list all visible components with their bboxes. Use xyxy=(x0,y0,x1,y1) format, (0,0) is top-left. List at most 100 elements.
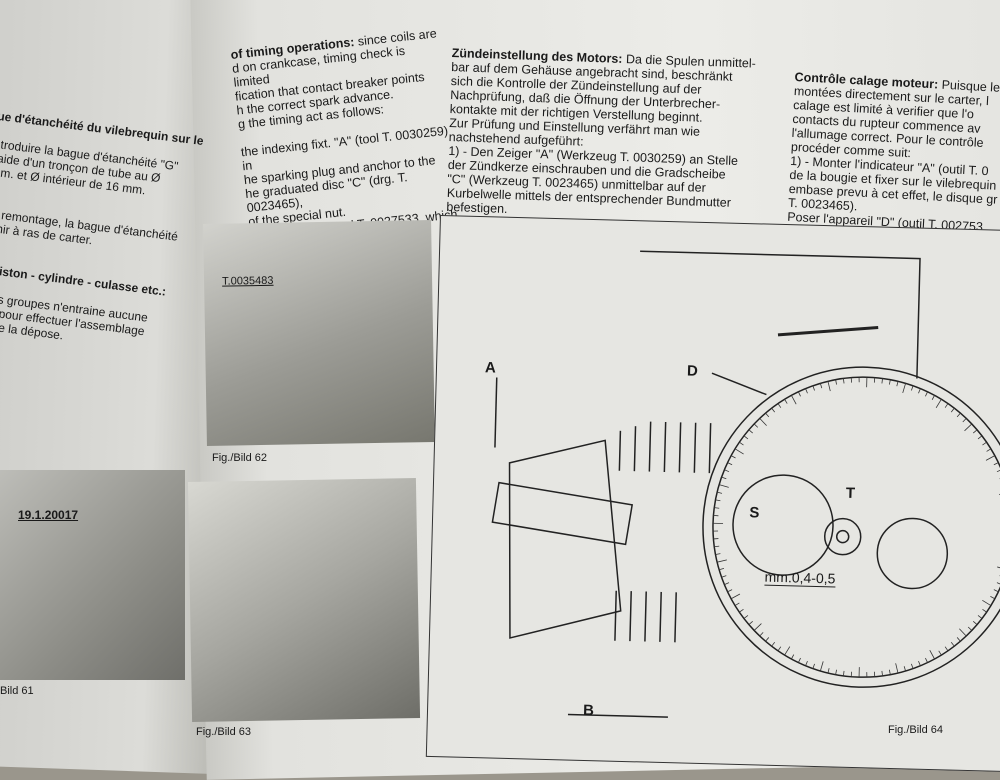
disc-tick xyxy=(728,463,733,465)
french-body: Puisque les montées directement sur le c… xyxy=(786,78,1000,247)
disc-tick xyxy=(791,655,793,660)
disc-tick xyxy=(735,603,739,606)
fig62-caption: Fig./Bild 62 xyxy=(212,452,267,464)
disc-tick xyxy=(957,413,960,417)
disc-tick xyxy=(994,590,999,592)
fig62-tool-label: T.0035483 xyxy=(222,275,274,288)
disc-tick xyxy=(717,492,722,493)
disc-tick xyxy=(957,637,960,641)
disc-tick xyxy=(813,386,815,391)
disc-tick xyxy=(784,399,787,403)
disc-tick xyxy=(836,380,837,385)
label-d: D xyxy=(687,363,698,380)
disc-tick xyxy=(739,609,743,612)
disc-tick xyxy=(722,575,727,577)
disc-tick xyxy=(911,386,913,391)
disc-tick xyxy=(936,399,941,408)
breaker-detail-circle xyxy=(732,474,835,577)
fig62-photo: T.0035483 xyxy=(203,220,435,446)
disc-tick xyxy=(744,615,748,618)
disc-tick xyxy=(806,661,808,666)
disc-tick xyxy=(719,568,724,570)
disc-tick xyxy=(990,596,995,598)
label-a: A xyxy=(485,359,496,376)
disc-tick xyxy=(778,647,781,651)
disc-tick xyxy=(749,621,753,624)
disc-tick xyxy=(925,658,927,663)
disc-tick xyxy=(951,408,954,412)
disc-tick xyxy=(744,436,748,439)
disc-tick xyxy=(760,632,763,636)
disc-tick xyxy=(719,485,729,488)
fig64-caption: Fig./Bild 64 xyxy=(888,724,943,736)
disc-tick xyxy=(728,589,733,591)
disc-tick xyxy=(874,672,875,677)
disc-tick xyxy=(882,671,883,676)
disc-tick xyxy=(778,404,781,408)
disc-graduations xyxy=(709,373,1000,681)
disc-tick xyxy=(785,646,790,655)
disc-tick xyxy=(724,583,729,585)
disc-tick xyxy=(986,455,995,460)
left-para-1: ntroduire la bague d'étanchéité "G" l'ai… xyxy=(0,137,179,198)
disc-tick xyxy=(836,670,837,675)
fig61-caption: Bild 61 xyxy=(0,685,34,697)
cylinder-head-outline xyxy=(505,438,625,641)
disc-tick xyxy=(731,594,740,599)
disc-tick xyxy=(982,609,986,612)
disc-tick xyxy=(978,615,982,618)
disc-tick xyxy=(904,666,906,671)
disc-tick xyxy=(739,442,743,445)
disc-tick xyxy=(963,418,966,422)
fig61-photo: 19.1.20017 xyxy=(0,470,185,680)
disc-tick xyxy=(843,378,844,383)
disc-tick xyxy=(798,392,800,397)
leader-d xyxy=(711,373,767,394)
disc-tick xyxy=(735,449,744,454)
disc-tick xyxy=(724,470,729,472)
disc-tick xyxy=(918,661,920,666)
disc-tick xyxy=(994,462,999,464)
disc-tick xyxy=(895,663,898,673)
disc-tick xyxy=(813,664,815,669)
disc-tick xyxy=(754,623,761,630)
disc-tick xyxy=(749,430,753,433)
disc-tick xyxy=(918,389,920,394)
disc-tick xyxy=(932,395,934,400)
disc-tick xyxy=(925,392,927,397)
graduated-disc-c xyxy=(699,363,1000,691)
disc-tick xyxy=(951,642,954,646)
left-heading-piston: le piston - cylindre - culasse etc.: xyxy=(0,262,167,299)
label-s: S xyxy=(749,504,759,521)
apparatus-d-wire xyxy=(637,251,920,378)
disc-tick xyxy=(766,637,769,641)
disc-tick xyxy=(731,456,736,458)
disc-tick xyxy=(882,378,883,383)
disc-tick xyxy=(843,671,844,676)
disc-tick xyxy=(982,442,986,445)
fig61-tool-label: 19.1.20017 xyxy=(18,508,78,522)
label-t: T xyxy=(846,485,856,502)
disc-tick xyxy=(973,430,977,433)
disc-tick xyxy=(965,424,972,431)
disc-tick xyxy=(889,380,890,385)
disc-tick xyxy=(889,670,890,675)
disc-tick xyxy=(754,424,758,427)
disc-tick xyxy=(760,418,767,425)
disc-tick xyxy=(939,651,942,655)
french-text: Contrôle calage moteur: Puisque les mont… xyxy=(786,70,1000,249)
disc-tick xyxy=(791,395,796,404)
left-para-3: e ces groupes n'entraine aucune sse: pou… xyxy=(0,290,149,343)
disc-tick xyxy=(959,629,966,636)
disc-tick xyxy=(978,436,982,439)
disc-tick xyxy=(973,621,977,624)
disc-tick xyxy=(772,408,775,412)
fig63-caption: Fig./Bild 63 xyxy=(196,726,251,738)
left-para-2: és remontage, la bague d'étanchéité veni… xyxy=(0,206,179,247)
disc-tick xyxy=(982,600,991,605)
disc-tick xyxy=(828,381,831,391)
disc-tick xyxy=(945,403,948,407)
german-text: Zündeinstellung des Motors: Da die Spule… xyxy=(446,46,787,226)
label-b: B xyxy=(583,702,594,719)
breaker-gap-spec: mm.0,4-0,5 xyxy=(764,569,835,588)
